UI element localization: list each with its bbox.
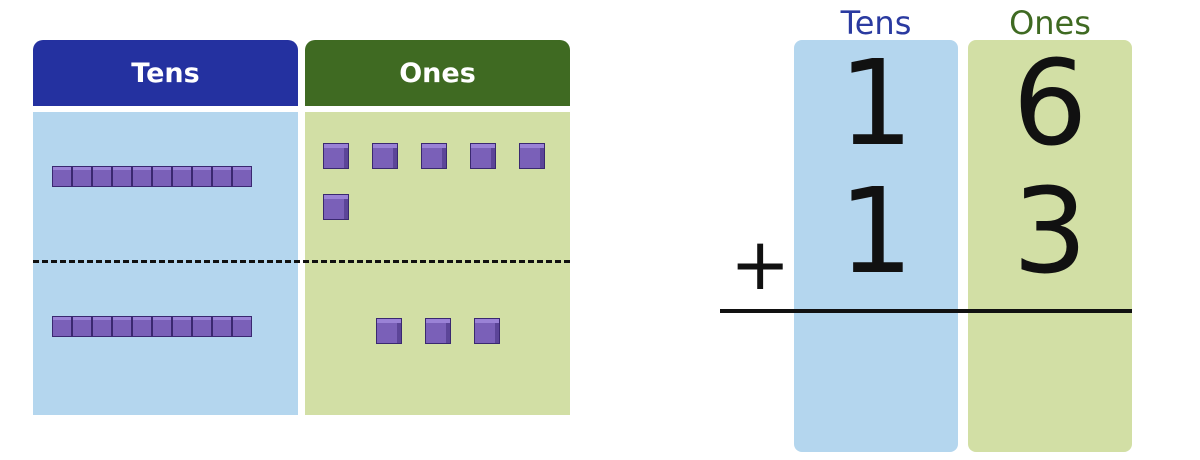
one-cube — [473, 318, 500, 344]
one-cube — [421, 143, 447, 169]
rod-unit — [192, 166, 212, 187]
addition-ones-label: Ones — [1009, 4, 1091, 42]
rod-unit — [172, 316, 192, 337]
rod-unit — [112, 166, 132, 187]
rod-unit — [172, 166, 192, 187]
rod-unit — [92, 316, 112, 337]
row-divider — [33, 260, 570, 263]
mat-tens-column — [33, 112, 298, 415]
mat-tens-header: Tens — [33, 40, 298, 106]
rod-unit — [232, 316, 252, 337]
rod-unit — [152, 316, 172, 337]
rod-unit — [72, 316, 92, 337]
ten-rod — [52, 316, 252, 337]
rod-unit — [132, 166, 152, 187]
rod-unit — [52, 166, 72, 187]
mat-ones-label: Ones — [399, 57, 476, 89]
addend1-ones-digit: 6 — [1012, 34, 1088, 172]
mat-ones-header: Ones — [305, 40, 570, 106]
rod-unit — [92, 166, 112, 187]
one-cube — [323, 194, 349, 220]
addend1-tens-digit: 1 — [838, 34, 914, 172]
rod-unit — [192, 316, 212, 337]
plus-sign: + — [730, 222, 791, 306]
addend2-ones-digit: 3 — [1012, 162, 1088, 300]
sum-line — [720, 309, 1132, 313]
addition-tens-column — [794, 40, 958, 452]
addend2-tens-digit: 1 — [838, 162, 914, 300]
addition-ones-column — [968, 40, 1132, 452]
one-cube — [372, 143, 398, 169]
rod-unit — [112, 316, 132, 337]
one-cube — [375, 318, 402, 344]
one-cube — [424, 318, 451, 344]
rod-unit — [132, 316, 152, 337]
rod-unit — [52, 316, 72, 337]
rod-unit — [212, 316, 232, 337]
one-cube — [470, 143, 496, 169]
rod-unit — [232, 166, 252, 187]
rod-unit — [212, 166, 232, 187]
addition-tens-label: Tens — [840, 4, 912, 42]
rod-unit — [152, 166, 172, 187]
mat-tens-label: Tens — [131, 57, 200, 89]
rod-unit — [72, 166, 92, 187]
one-cube — [519, 143, 545, 169]
one-cube — [323, 143, 349, 169]
ten-rod — [52, 166, 252, 187]
